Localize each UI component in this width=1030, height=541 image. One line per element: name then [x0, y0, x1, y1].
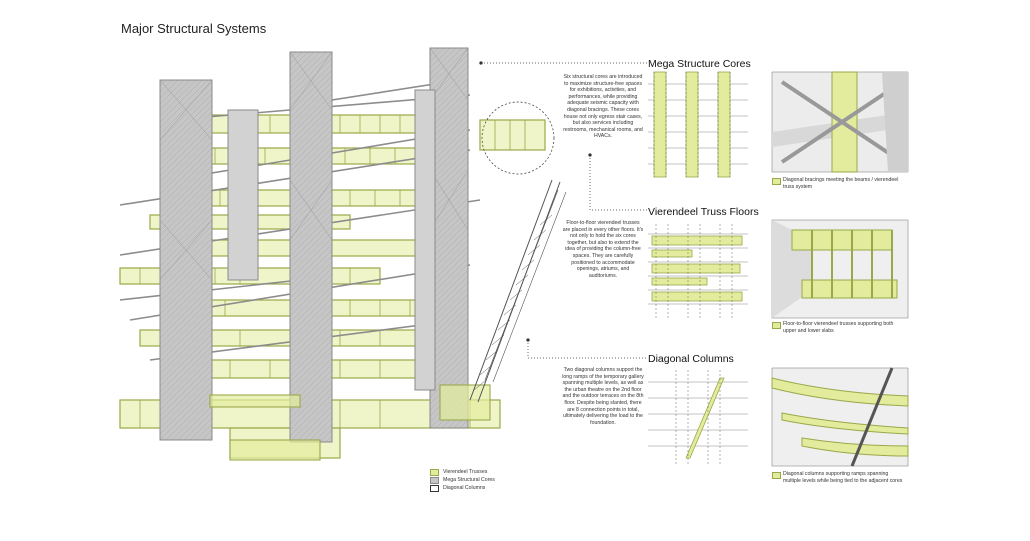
core-4: [227, 109, 259, 281]
legend: Vierendeel Trusses Mega Structural Cores…: [430, 468, 495, 492]
caption-swatch-vierendeel: [772, 322, 781, 329]
photo-render-mega-cores: [771, 71, 909, 173]
diagram-mega-cores: [648, 71, 748, 178]
section-title-mega-cores: Mega Structure Cores: [648, 58, 751, 70]
section-title-vierendeel: Vierendeel Truss Floors: [648, 206, 759, 218]
detail-callout: [479, 61, 648, 359]
legend-label-diagonal: Diagonal Columns: [443, 485, 486, 491]
legend-item-cores: Mega Structural Cores: [430, 476, 495, 484]
section-title-diagonal: Diagonal Columns: [648, 353, 734, 365]
page-title: Major Structural Systems: [121, 21, 267, 36]
vierendeel-truss-group-front: [209, 384, 491, 461]
photo-render-vierendeel: [771, 219, 909, 319]
diagonal-column: [469, 179, 567, 403]
legend-item-trusses: Vierendeel Trusses: [430, 468, 495, 476]
diagram-diagonal: [648, 370, 748, 465]
legend-swatch-cores: [430, 476, 439, 484]
core-2: [289, 51, 333, 443]
legend-label-trusses: Vierendeel Trusses: [443, 469, 488, 475]
mega-structural-cores: [159, 47, 469, 443]
core-1: [159, 79, 213, 441]
legend-swatch-trusses: [430, 468, 439, 476]
caption-swatch-diagonal: [772, 472, 781, 479]
diagram-vierendeel: [648, 224, 748, 319]
legend-label-cores: Mega Structural Cores: [443, 477, 495, 483]
section-desc-mega-cores: Six structural cores are introduced to m…: [563, 74, 643, 140]
caption-vierendeel: Floor-to-floor vierendeel trusses suppor…: [783, 321, 894, 334]
caption-mega-cores: Diagonal bracings meeting the beams / vi…: [783, 177, 899, 190]
section-desc-vierendeel: Floor-to-floor vierendeel trusses are pl…: [562, 220, 644, 279]
core-3: [429, 47, 469, 429]
section-desc-diagonal: Two diagonal columns support the long ra…: [562, 367, 644, 426]
photo-render-diagonal: [771, 367, 909, 467]
caption-diagonal: Diagonal columns supporting ramps spanni…: [783, 471, 903, 484]
legend-item-diagonal: Diagonal Columns: [430, 484, 495, 492]
legend-swatch-diagonal: [430, 484, 439, 492]
caption-swatch-mega-cores: [772, 178, 781, 185]
core-5: [414, 89, 436, 391]
